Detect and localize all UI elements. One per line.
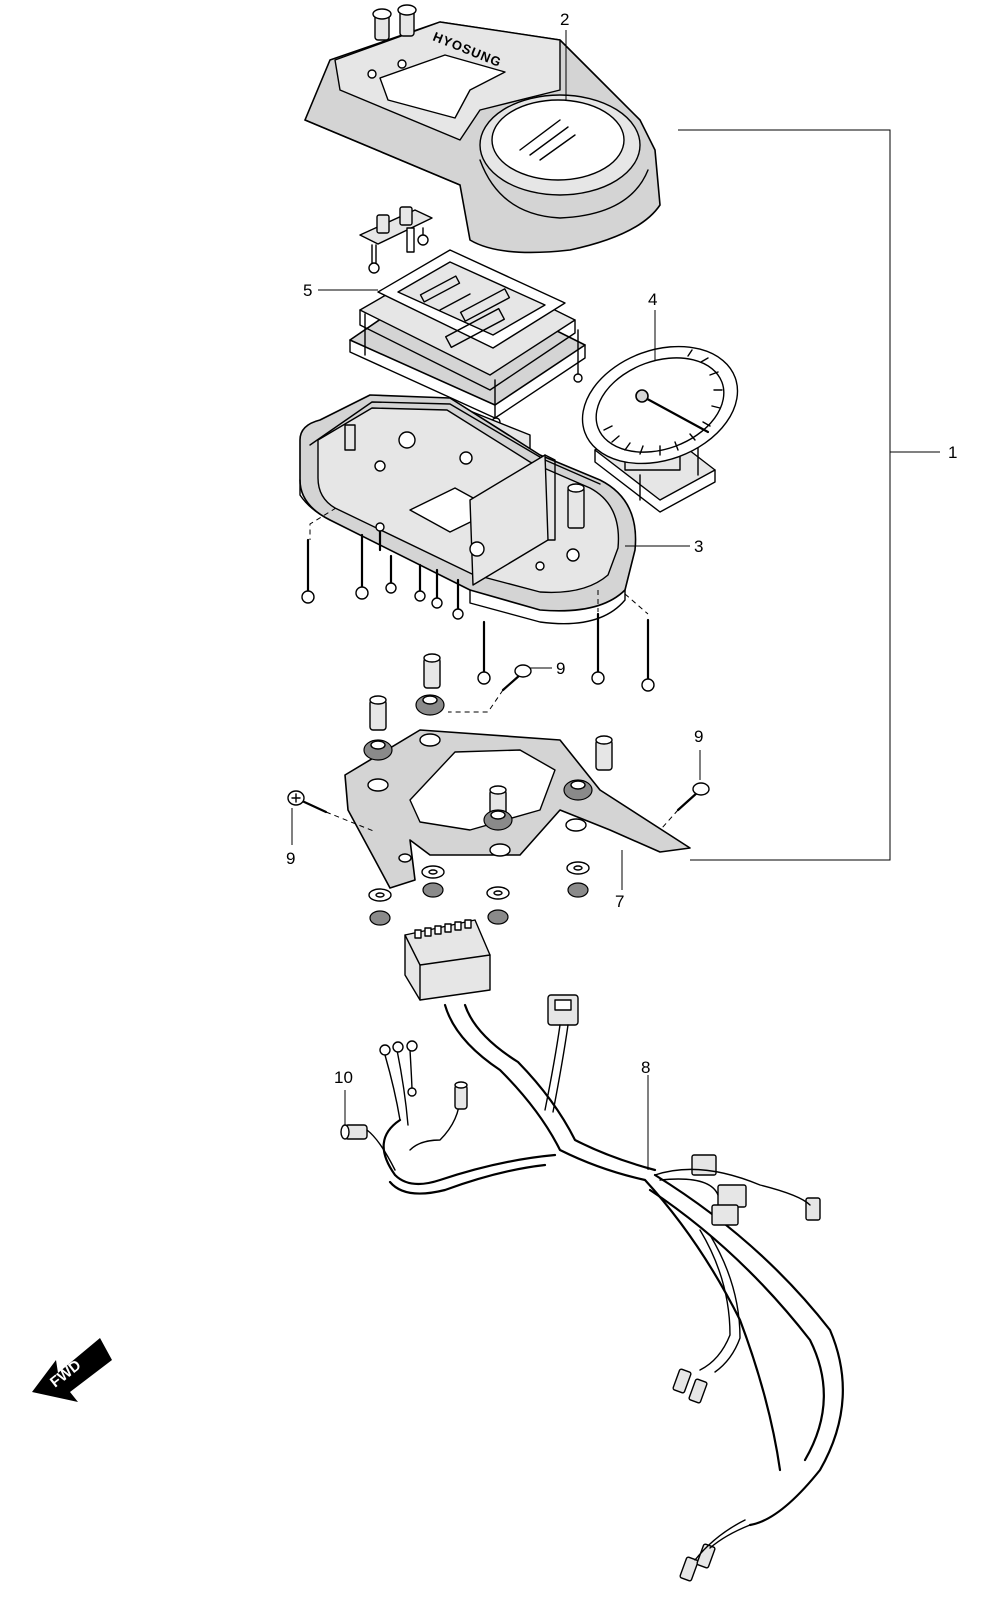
callout-9-right: 9 [694,727,703,746]
mounting-bracket-small[interactable] [359,206,433,274]
callout-2: 2 [560,10,569,29]
wire-harness[interactable] [382,919,844,1582]
lcd-segment-display [419,275,511,349]
callout-4: 4 [648,290,657,309]
bracket-holes [367,733,587,863]
bulb-sockets[interactable] [340,1040,468,1171]
callout-1: 1 [948,443,957,462]
callout-3: 3 [694,537,703,556]
right-connectors [654,1154,821,1226]
meter-bracket[interactable] [344,729,691,889]
callout-8: 8 [641,1058,650,1077]
dial-ticks [603,349,723,456]
rubber-grommets[interactable] [363,653,613,831]
callout-labels: 1 2 3 4 5 7 8 9 9 9 10 [286,10,957,1087]
callout-10: 10 [334,1068,353,1087]
lower-connectors [672,1368,751,1582]
case-bosses [344,424,580,571]
callout-leaders [291,30,940,1170]
case-screws[interactable] [301,507,655,692]
speedometer-gauge[interactable] [566,326,754,513]
connector-pins [414,919,472,939]
cover-studs [367,4,417,79]
meter-case[interactable] [299,394,637,625]
callout-5: 5 [303,281,312,300]
callout-9-top: 9 [556,659,565,678]
fwd-arrow: FWD [32,1338,112,1402]
meter-cover[interactable]: HYOSUNG [304,4,661,254]
callout-9-left: 9 [286,849,295,868]
callout-7: 7 [615,892,624,911]
screws-part-9[interactable] [287,664,710,833]
washers-and-nuts[interactable] [368,861,590,926]
